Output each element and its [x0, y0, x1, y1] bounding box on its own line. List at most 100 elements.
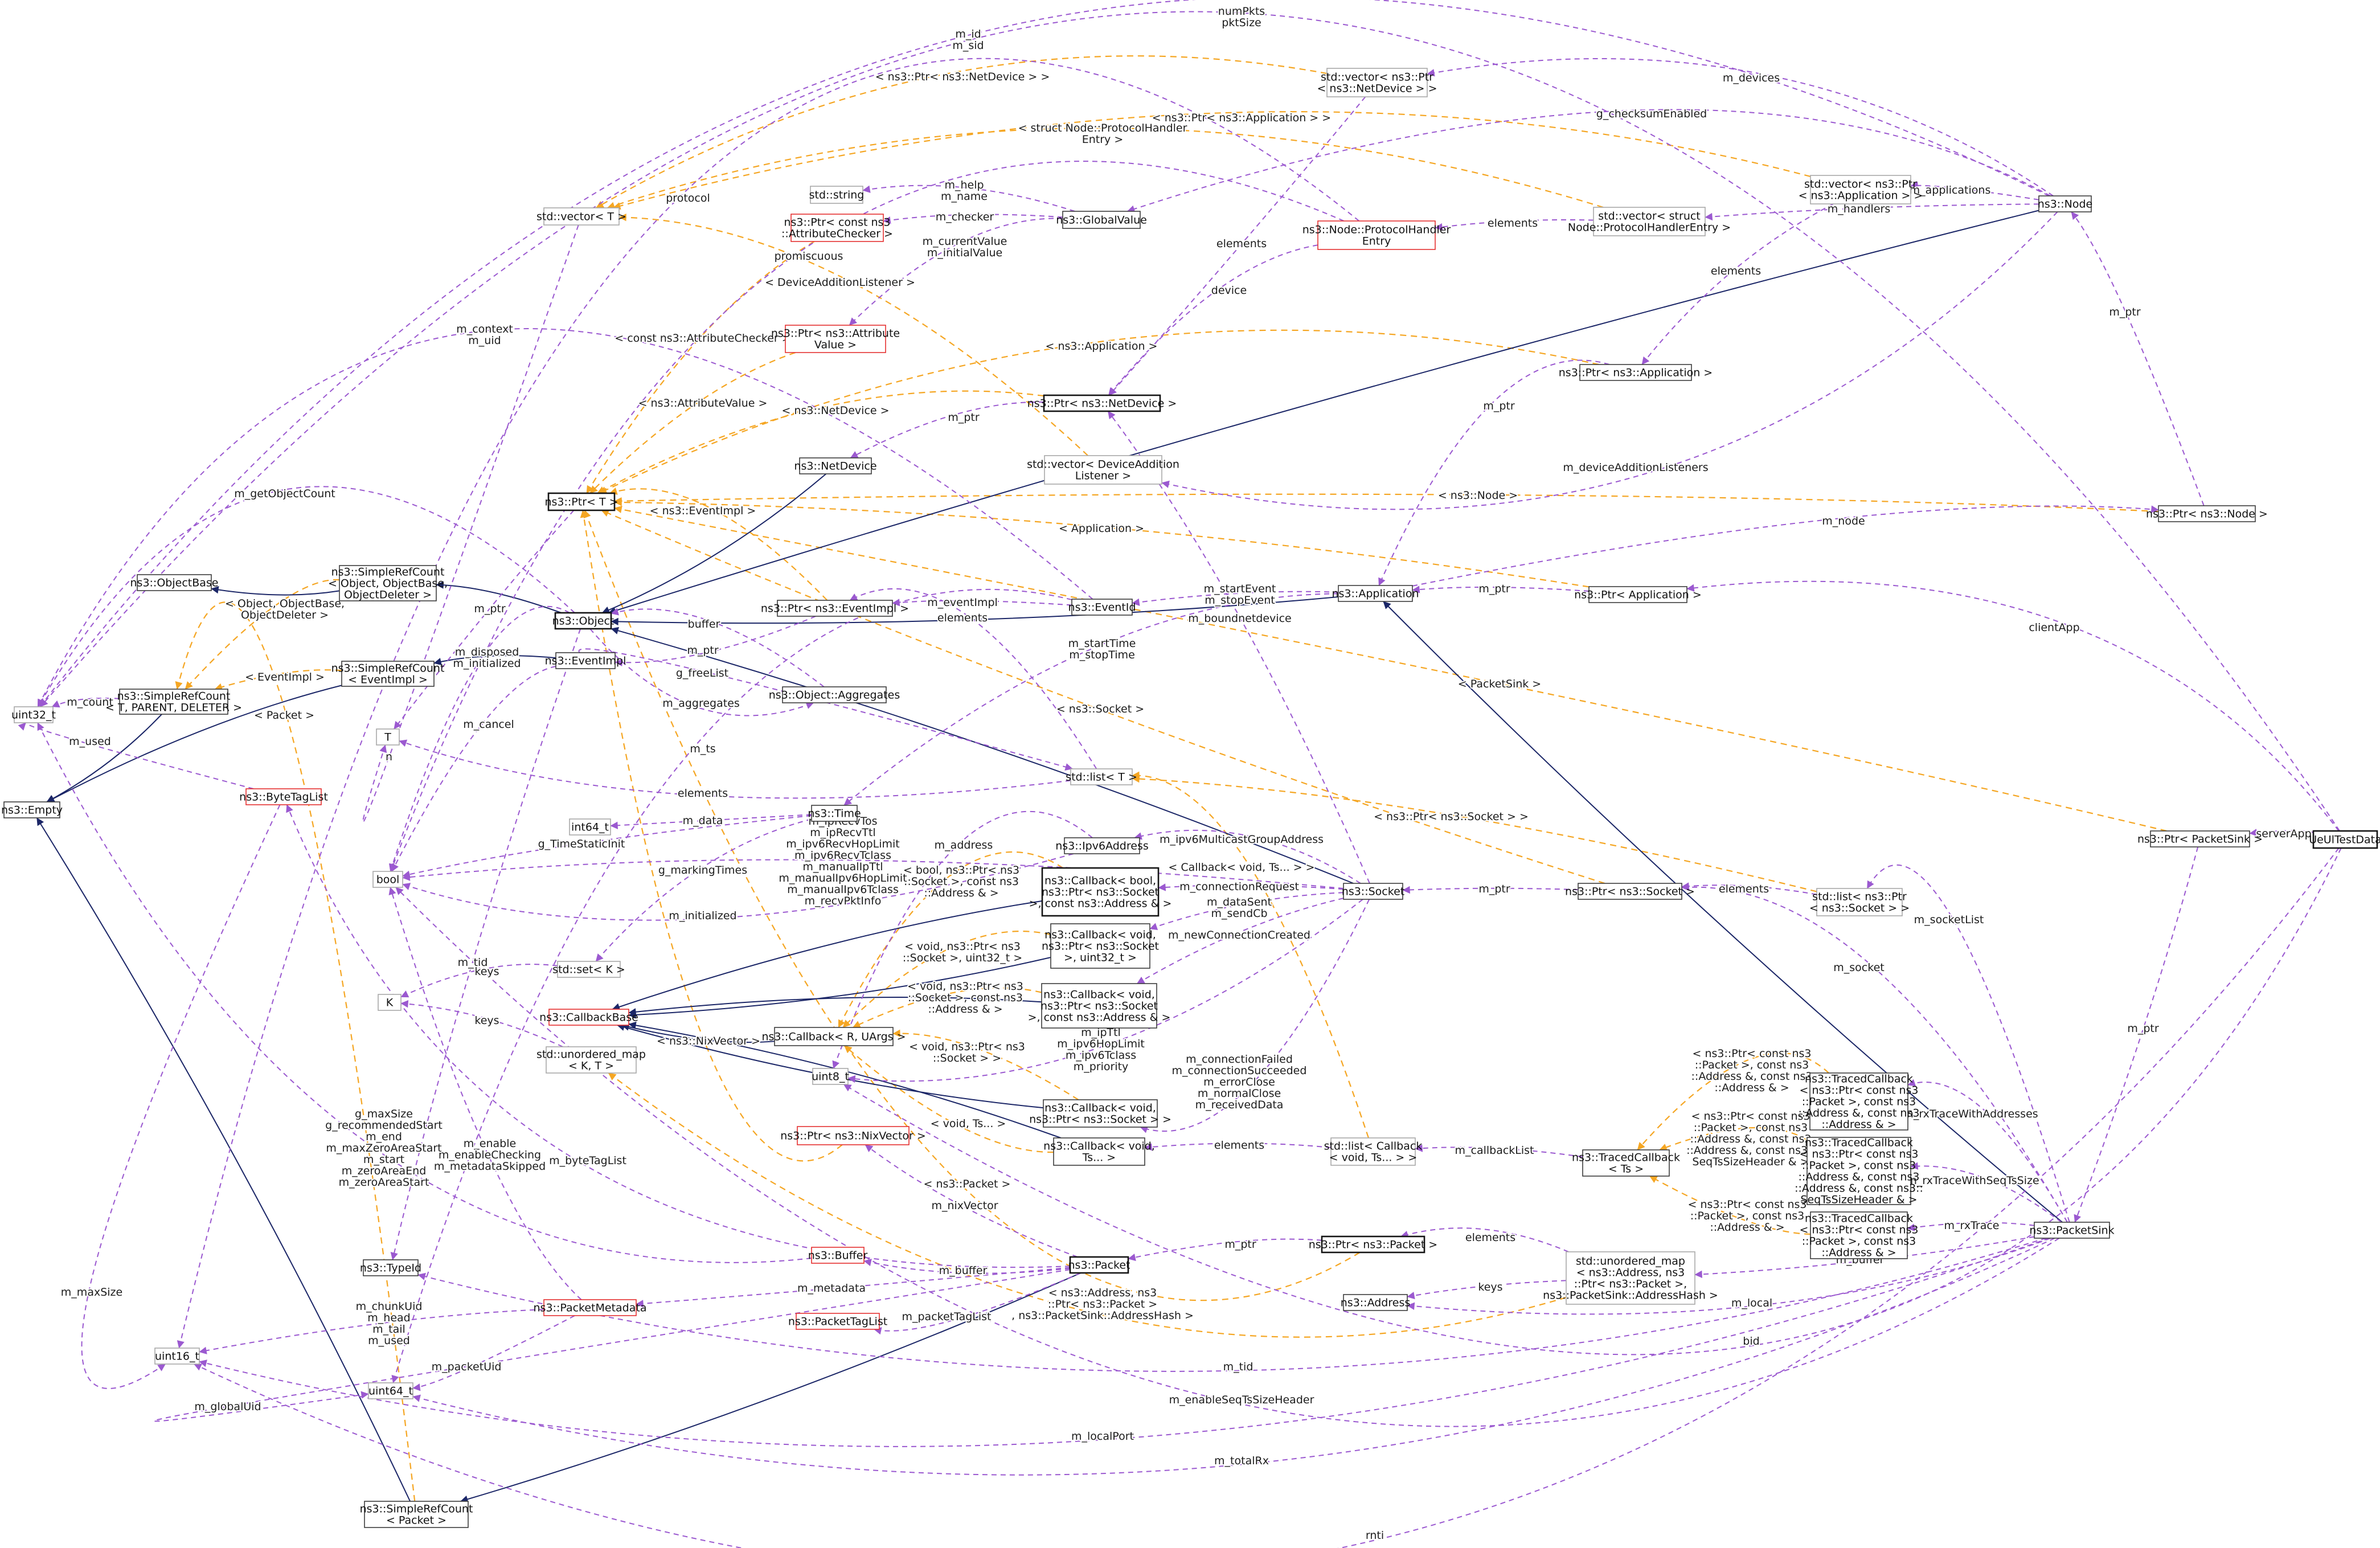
class-node-empty[interactable]: ns3::Empty — [1, 801, 63, 818]
class-node-ptrApp[interactable]: ns3::Ptr< ns3::Application > — [1559, 364, 1713, 381]
edge-packetSink-to-uint16 — [199, 1238, 2050, 1447]
class-node-application[interactable]: ns3::Application — [1332, 585, 1419, 602]
class-node-vecApp[interactable]: std::vector< ns3::Ptr< ns3::Application … — [1799, 175, 1923, 204]
edge-label-g_freeList: g_freeList — [676, 667, 728, 679]
class-node-srcObject[interactable]: ns3::SimpleRefCount< Object, ObjectBase,… — [328, 565, 448, 601]
class-node-ptrNixVector[interactable]: ns3::Ptr< ns3::NixVector > — [780, 1126, 926, 1145]
edge-packetSink-to-listSock — [1866, 864, 2070, 1223]
class-node-srcTPD[interactable]: ns3::SimpleRefCount< T, PARENT, DELETER … — [105, 689, 242, 715]
class-node-tc3[interactable]: ns3::TracedCallback< ns3::Ptr< const ns3… — [1800, 1211, 1919, 1259]
class-node-ptrNode[interactable]: ns3::Ptr< ns3::Node > — [2146, 505, 2268, 522]
edge-packetSink-to-uint64 — [412, 1238, 2055, 1476]
class-node-int64[interactable]: int64_t — [569, 818, 611, 836]
class-node-K[interactable]: K — [378, 994, 402, 1011]
class-node-tcTs[interactable]: ns3::TracedCallback< Ts > — [1572, 1149, 1680, 1177]
class-node-setK[interactable]: std::set< K > — [552, 961, 625, 978]
class-node-string[interactable]: std::string — [809, 186, 865, 204]
edge-time-to-bool — [402, 815, 812, 878]
class-node-ptrSocket[interactable]: ns3::Ptr< ns3::Socket > — [1565, 883, 1695, 900]
edge-label-m_newConnectionCreated: m_newConnectionCreated — [1168, 929, 1310, 941]
edge-label-m_handlers: m_handlers — [1828, 203, 1890, 215]
class-node-ptrPacket[interactable]: ns3::Ptr< ns3::Packet > — [1309, 1235, 1437, 1254]
edge-ptrNetDev-to-netDevice — [850, 401, 1044, 458]
class-node-ptrApplication2[interactable]: ns3::Ptr< Application > — [1574, 586, 1702, 603]
class-node-listT[interactable]: std::list< T > — [1066, 768, 1137, 785]
edge-application-to-time — [843, 593, 1339, 806]
class-node-buffer[interactable]: ns3::Buffer — [808, 1247, 868, 1264]
edge-ptrNixVector-to-ptrT — [580, 510, 843, 1162]
class-node-uint16[interactable]: uint16_t — [154, 1348, 200, 1365]
class-node-cbVoidAddr[interactable]: ns3::Callback< void,ns3::Ptr< ns3::Socke… — [1028, 983, 1171, 1029]
class-node-packetSink[interactable]: ns3::PacketSink — [2029, 1222, 2115, 1239]
class-node-label: ns3::Ptr< Application > — [1574, 589, 1702, 601]
class-node-packetTagList[interactable]: ns3::PacketTagList — [788, 1313, 887, 1330]
class-node-typeId[interactable]: ns3::TypeId — [360, 1259, 421, 1276]
class-node-ptrPacketSink[interactable]: ns3::Ptr< PacketSink > — [2137, 830, 2263, 847]
edge-eventId-to-ptrEventImpl — [892, 599, 1072, 607]
edge-vecProtoEntry-to-protoEntry — [1435, 219, 1594, 231]
class-node-netDevice[interactable]: ns3::NetDevice — [794, 457, 877, 474]
edge-application-to-eventId — [1132, 591, 1339, 607]
class-node-eventId[interactable]: ns3::EventId — [1068, 599, 1136, 616]
class-node-callbackBase[interactable]: ns3::CallbackBase — [539, 1009, 638, 1026]
class-node-srcPacket[interactable]: ns3::SimpleRefCount< Packet > — [360, 1501, 473, 1528]
class-node-label: ns3::SimpleRefCount< T, PARENT, DELETER … — [105, 690, 242, 714]
edge-socket-to-cbVoidSock — [1140, 899, 1370, 1133]
class-node-cbVoidTs[interactable]: ns3::Callback< void,Ts... > — [1043, 1137, 1155, 1166]
class-node-ueUlTestData[interactable]: UeUlTestData — [2309, 830, 2380, 849]
class-node-cbRUArgs[interactable]: ns3::Callback< R, UArgs > — [762, 1027, 906, 1046]
class-node-address[interactable]: ns3::Address — [1341, 1294, 1411, 1311]
class-node-vecNetDev[interactable]: std::vector< ns3::Ptr< ns3::NetDevice > … — [1317, 68, 1437, 97]
class-node-unordmapAddr[interactable]: std::unordered_map< ns3::Address, ns3::P… — [1543, 1251, 1718, 1305]
class-node-unordmapKT[interactable]: std::unordered_map< K, T > — [536, 1046, 646, 1074]
class-node-uint8[interactable]: uint8_t — [812, 1068, 849, 1085]
class-node-aggregates[interactable]: ns3::Object::Aggregates — [769, 686, 900, 703]
class-node-uint32[interactable]: uint32_t — [11, 706, 56, 723]
class-node-packetMetadata[interactable]: ns3::PacketMetadata — [534, 1299, 647, 1316]
class-node-time[interactable]: ns3::Time — [808, 805, 861, 822]
class-node-node[interactable]: ns3::Node — [2038, 195, 2092, 212]
edge-vecApp-to-vecT — [612, 111, 1811, 210]
class-node-object[interactable]: ns3::Object — [552, 612, 615, 630]
edge-label-m_local: m_local — [1731, 1297, 1772, 1309]
class-node-uint64[interactable]: uint64_t — [368, 1382, 413, 1399]
class-node-cbVoidSock[interactable]: ns3::Callback< void,ns3::Ptr< ns3::Socke… — [1029, 1099, 1171, 1128]
class-node-label: ns3::TypeId — [360, 1262, 421, 1275]
class-node-Tbox[interactable]: T — [376, 728, 400, 746]
class-node-socket[interactable]: ns3::Socket — [1342, 883, 1404, 900]
edge-label-< ns3::Ptr< ns3::NetDevice > >: < ns3::Ptr< ns3::NetDevice > > — [875, 71, 1050, 83]
edge-label-m_checker: m_checker — [936, 211, 994, 223]
class-node-cbVoidU32[interactable]: ns3::Callback< void,ns3::Ptr< ns3::Socke… — [1042, 923, 1159, 969]
class-node-globalValue[interactable]: ns3::GlobalValue — [1056, 211, 1147, 229]
class-node-ptrNetDev[interactable]: ns3::Ptr< ns3::NetDevice > — [1027, 394, 1177, 412]
edge-object-to-bool — [389, 606, 570, 872]
class-node-ptrAttrChecker[interactable]: ns3::Ptr< const ns3::AttributeChecker > — [781, 214, 893, 242]
class-node-ptrT[interactable]: ns3::Ptr< T > — [544, 492, 618, 511]
class-node-cbBool[interactable]: ns3::Callback< bool,ns3::Ptr< ns3::Socke… — [1029, 867, 1172, 917]
edge-label-< Callback< void, Ts... > >: < Callback< void, Ts... > > — [1168, 861, 1314, 874]
class-node-srcEventImpl[interactable]: ns3::SimpleRefCount< EventImpl > — [331, 661, 445, 687]
edge-srcPacket-to-srcTPD — [175, 601, 416, 1502]
class-node-eventImpl[interactable]: ns3::EventImpl — [545, 652, 626, 669]
class-node-vecT[interactable]: std::vector< T > — [536, 207, 626, 226]
class-node-byteTagList[interactable]: ns3::ByteTagList — [239, 788, 328, 805]
class-node-tc2[interactable]: ns3::TracedCallback< ns3::Ptr< const ns3… — [1795, 1137, 1923, 1206]
class-node-ipv6addr[interactable]: ns3::Ipv6Address — [1055, 837, 1149, 854]
class-node-listCb[interactable]: std::list< Callback< void, Ts... > > — [1324, 1137, 1423, 1166]
class-node-packet[interactable]: ns3::Packet — [1068, 1256, 1130, 1274]
edge-label-< Application >: < Application > — [1059, 522, 1144, 535]
class-node-label: std::string — [809, 189, 865, 202]
class-node-ptrEventImpl[interactable]: ns3::Ptr< ns3::EventImpl > — [761, 600, 909, 617]
edge-setK-to-K — [400, 964, 558, 998]
class-node-listSock[interactable]: std::list< ns3::Ptr< ns3::Socket > > — [1809, 888, 1910, 916]
edge-ptrNode-to-node — [2071, 211, 2205, 506]
class-node-bool[interactable]: bool — [372, 871, 403, 888]
class-node-tc1[interactable]: ns3::TracedCallback< ns3::Ptr< const ns3… — [1799, 1072, 1920, 1131]
class-node-objectBase[interactable]: ns3::ObjectBase — [130, 574, 219, 591]
